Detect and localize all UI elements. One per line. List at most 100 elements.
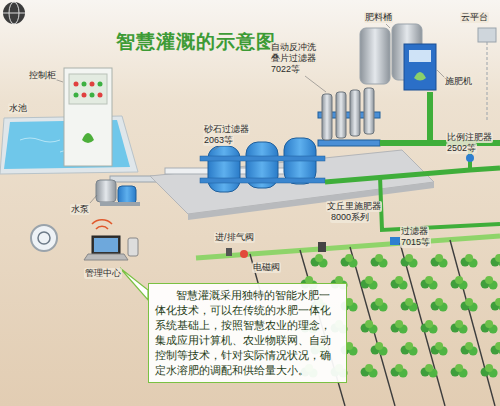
fertilizer-machine bbox=[404, 44, 445, 90]
crop-plant bbox=[371, 254, 388, 268]
crop-plant bbox=[361, 276, 378, 290]
sand-filters bbox=[208, 146, 240, 192]
fertilizer-machine bbox=[409, 50, 431, 62]
crop-plant bbox=[421, 364, 438, 378]
disc-filters bbox=[364, 88, 374, 134]
description-text: 智慧灌溉采用独特的智能水肥一体化技术，可以在传统的水肥一体化系统基础上，按照智慧… bbox=[155, 288, 340, 378]
management-center-icons bbox=[31, 225, 57, 251]
control-cabinet bbox=[69, 74, 107, 104]
sand-filters bbox=[200, 178, 325, 183]
plant-leaf bbox=[465, 298, 473, 306]
crop-plant bbox=[451, 364, 468, 378]
crop-plant bbox=[391, 364, 408, 378]
pump-unit bbox=[118, 186, 136, 204]
plant-leaf bbox=[495, 342, 500, 350]
pump-unit bbox=[96, 180, 116, 202]
plant-leaf bbox=[365, 320, 373, 328]
green-main-pipes bbox=[466, 154, 474, 162]
part-label: 水泵 bbox=[70, 204, 90, 215]
control-cabinet bbox=[45, 68, 112, 166]
crop-plant bbox=[491, 298, 500, 312]
control-cabinet bbox=[82, 93, 87, 98]
plant-leaf bbox=[315, 254, 323, 262]
part-label: 过滤器 bbox=[400, 226, 429, 237]
part-label: 2502等 bbox=[446, 143, 477, 154]
plant-leaf bbox=[465, 254, 473, 262]
part-label: 2063等 bbox=[203, 135, 234, 146]
plant-leaf bbox=[375, 254, 383, 262]
crop-plant bbox=[481, 276, 498, 290]
plant-leaf bbox=[485, 276, 493, 284]
part-label: 进/排气阀 bbox=[214, 232, 255, 243]
plant-leaf bbox=[455, 320, 463, 328]
crop-plant bbox=[401, 254, 418, 268]
crop-plant bbox=[401, 342, 418, 356]
part-label: 比例注肥器 bbox=[446, 132, 493, 143]
part-label: 肥料桶 bbox=[364, 12, 393, 23]
crop-plant bbox=[371, 298, 388, 312]
part-label: 叠片过滤器 bbox=[270, 53, 317, 64]
part-label: 8000系列 bbox=[330, 212, 370, 223]
crop-plant bbox=[451, 276, 468, 290]
plant-leaf bbox=[405, 342, 413, 350]
plant-leaf bbox=[365, 276, 373, 284]
plant-leaf bbox=[435, 342, 443, 350]
plant-leaf bbox=[435, 254, 443, 262]
crop-plant bbox=[461, 254, 478, 268]
crop-plant bbox=[361, 320, 378, 334]
part-label: 7022等 bbox=[270, 64, 301, 75]
crop-plant bbox=[391, 276, 408, 290]
part-label: 砂石过滤器 bbox=[203, 124, 250, 135]
green-main-pipes bbox=[380, 176, 500, 230]
sand-filters bbox=[214, 146, 220, 150]
crop-plant bbox=[451, 320, 468, 334]
control-cabinet bbox=[98, 82, 103, 87]
plant-leaf bbox=[375, 298, 383, 306]
plant-leaf bbox=[425, 320, 433, 328]
sand-filters bbox=[200, 138, 325, 192]
part-label: 施肥机 bbox=[444, 76, 473, 87]
crop-plant bbox=[431, 342, 448, 356]
disc-filters bbox=[350, 90, 360, 136]
crop-plant bbox=[431, 298, 448, 312]
crop-plant bbox=[421, 320, 438, 334]
green-main-pipes bbox=[380, 92, 430, 143]
drip-laterals bbox=[400, 243, 445, 406]
branch-pipe bbox=[318, 242, 326, 252]
plant-leaf bbox=[395, 276, 403, 284]
management-center-icons bbox=[92, 220, 112, 229]
plant-leaf bbox=[465, 342, 473, 350]
plant-leaf bbox=[485, 320, 493, 328]
crop-plant bbox=[401, 298, 418, 312]
cloud-platform bbox=[487, 42, 488, 120]
crop-plant bbox=[431, 254, 448, 268]
management-center-icons bbox=[84, 254, 128, 260]
fertilizer-tanks bbox=[386, 24, 390, 28]
green-main-pipes bbox=[325, 168, 500, 182]
disc-filters bbox=[322, 94, 332, 140]
drip-laterals bbox=[450, 240, 495, 406]
management-center-icons bbox=[92, 236, 120, 254]
fertilizer-machine bbox=[414, 72, 426, 81]
branch-pipe bbox=[240, 250, 248, 258]
crop-plant bbox=[481, 320, 498, 334]
plant-leaf bbox=[365, 364, 373, 372]
fertilizer-machine bbox=[404, 44, 436, 90]
plant-leaf bbox=[345, 254, 353, 262]
part-label: 7015等 bbox=[400, 237, 431, 248]
control-cabinet bbox=[74, 93, 79, 98]
plant-leaf bbox=[485, 364, 493, 372]
disc-filters bbox=[318, 140, 380, 146]
management-center-icons bbox=[94, 238, 118, 252]
crop-plant bbox=[491, 254, 500, 268]
plant-leaf bbox=[425, 364, 433, 372]
crop-plant bbox=[491, 342, 500, 356]
crop-plant bbox=[341, 254, 358, 268]
disc-filters bbox=[305, 76, 380, 146]
drip-laterals bbox=[350, 247, 395, 406]
plant-leaf bbox=[405, 254, 413, 262]
globe-icon bbox=[3, 13, 25, 14]
crop-plant bbox=[461, 342, 478, 356]
